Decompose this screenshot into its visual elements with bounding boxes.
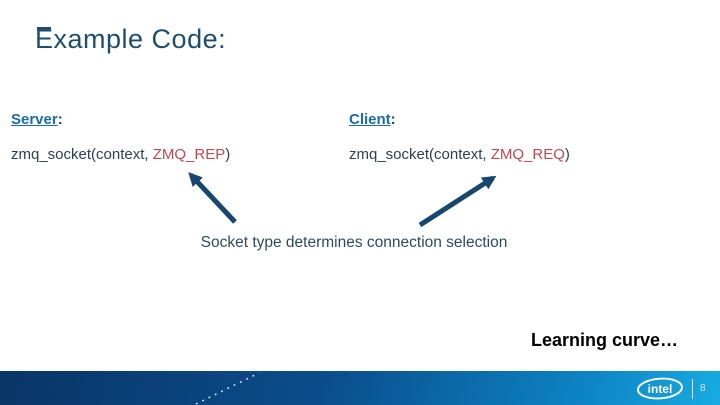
client-column: Client: zmq_socket(context, ZMQ_REQ): [349, 111, 679, 163]
svg-text:intel: intel: [648, 382, 673, 396]
learning-curve-note: Learning curve…: [530, 330, 678, 350]
right-arrow: [418, 175, 497, 228]
dotted-diagonal-decoration: [195, 372, 260, 405]
caption-text: Socket type determines connection select…: [200, 234, 508, 251]
server-heading-label: Server: [11, 111, 58, 128]
footer-separator: [692, 379, 693, 399]
server-heading-colon: :: [57, 111, 63, 128]
intel-logo-icon: intel: [637, 377, 683, 400]
client-code-prefix: zmq_socket(context,: [349, 146, 491, 163]
client-heading-colon: :: [390, 111, 396, 128]
page-title: Example Code:: [35, 24, 227, 54]
server-code-prefix: zmq_socket(context,: [11, 146, 153, 163]
client-code-socket-type: ZMQ_REQ: [490, 146, 565, 163]
server-code-suffix: ): [225, 146, 231, 163]
client-code-suffix: ): [564, 146, 570, 163]
client-heading: Client:: [349, 111, 679, 128]
title-dash: [37, 27, 51, 30]
client-heading-label: Client: [349, 111, 391, 128]
server-code-socket-type: ZMQ_REP: [152, 146, 226, 163]
client-code-line: zmq_socket(context, ZMQ_REQ): [349, 146, 679, 163]
server-code-line: zmq_socket(context, ZMQ_REP): [11, 146, 341, 163]
server-heading: Server:: [11, 111, 341, 128]
footer-bar: [0, 371, 720, 405]
page-number: 8: [700, 383, 706, 394]
server-column: Server: zmq_socket(context, ZMQ_REP): [11, 111, 341, 163]
left-arrow: [188, 172, 237, 224]
